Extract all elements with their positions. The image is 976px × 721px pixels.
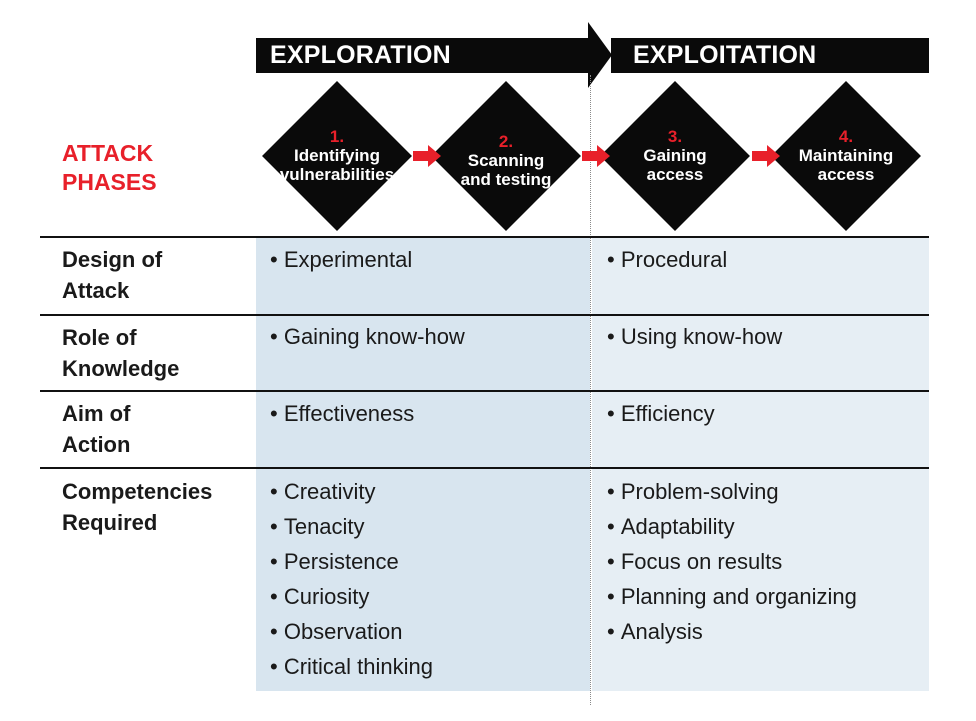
design-exploration-cell: Experimental	[270, 242, 412, 277]
list-item: Efficiency	[607, 396, 715, 431]
phase-2-number: 2.	[498, 132, 514, 151]
phase-2-label-line2: and testing	[460, 170, 552, 189]
phase-2-diamond: 2. Scanning and testing	[431, 81, 581, 231]
phase-1-diamond: 1. Identifying vulnerabilities	[262, 81, 412, 231]
list-item: Using know-how	[607, 319, 782, 354]
phase-4-label-line1: Maintaining	[798, 146, 894, 165]
aim-exploration-cell: Effectiveness	[270, 396, 414, 431]
row-label-line2: Required	[62, 510, 158, 535]
row-label-line1: Design of	[62, 247, 163, 272]
list-item: Observation	[270, 614, 433, 649]
list-item: Problem-solving	[607, 474, 857, 509]
banner-arrow-head	[588, 22, 612, 88]
table-rule	[40, 236, 929, 238]
row-label-line1: Competencies	[62, 479, 213, 504]
list-item: Analysis	[607, 614, 857, 649]
competencies-exploitation-cell: Problem-solving Adaptability Focus on re…	[607, 474, 857, 649]
phase-4-diamond: 4. Maintaining access	[771, 81, 921, 231]
row-label-line2: Action	[62, 432, 131, 457]
phase-3-label-line1: Gaining	[643, 146, 707, 165]
exploration-banner: EXPLORATION	[256, 38, 590, 73]
aim-exploitation-cell: Efficiency	[607, 396, 715, 431]
knowledge-exploitation-cell: Using know-how	[607, 319, 782, 354]
list-item: Procedural	[607, 242, 727, 277]
list-item: Curiosity	[270, 579, 433, 614]
table-rule	[40, 314, 929, 316]
exploration-banner-label: EXPLORATION	[270, 41, 451, 69]
list-item: Persistence	[270, 544, 433, 579]
phase-2-label-line1: Scanning	[467, 151, 545, 170]
table-rule	[40, 390, 929, 392]
row-label-line2: Knowledge	[62, 356, 180, 381]
row-label-line2: Attack	[62, 278, 130, 303]
phase-1-to-2-arrow-icon	[413, 145, 441, 167]
exploitation-banner: EXPLOITATION	[611, 38, 929, 73]
list-item: Effectiveness	[270, 396, 414, 431]
phase-3-label-line2: access	[646, 165, 704, 184]
phase-1-label-line2: vulnerabilities	[279, 165, 395, 184]
phase-1-number: 1.	[329, 127, 345, 146]
list-item: Experimental	[270, 242, 412, 277]
list-item: Tenacity	[270, 509, 433, 544]
row-label-aim-of-action: Aim of Action	[62, 398, 130, 460]
exploitation-banner-label: EXPLOITATION	[633, 41, 817, 69]
list-item: Gaining know-how	[270, 319, 465, 354]
list-item: Creativity	[270, 474, 433, 509]
phase-4-number: 4.	[838, 127, 854, 146]
design-exploitation-cell: Procedural	[607, 242, 727, 277]
row-label-competencies-required: Competencies Required	[62, 476, 212, 538]
row-label-line1: Aim of	[62, 401, 131, 426]
phase-2-to-3-arrow-icon	[582, 145, 610, 167]
list-item: Adaptability	[607, 509, 857, 544]
phase-3-diamond: 3. Gaining access	[600, 81, 750, 231]
competencies-exploration-cell: Creativity Tenacity Persistence Curiosit…	[270, 474, 433, 684]
list-item: Focus on results	[607, 544, 857, 579]
attack-phases-title-line2: PHASES	[62, 169, 157, 195]
knowledge-exploration-cell: Gaining know-how	[270, 319, 465, 354]
attack-phases-title-line1: ATTACK	[62, 140, 154, 166]
list-item: Planning and organizing	[607, 579, 857, 614]
phase-3-number: 3.	[667, 127, 683, 146]
table-rule	[40, 467, 929, 469]
attack-phases-title: ATTACK PHASES	[62, 139, 157, 197]
row-label-design-of-attack: Design of Attack	[62, 244, 162, 306]
list-item: Critical thinking	[270, 649, 433, 684]
row-label-role-of-knowledge: Role of Knowledge	[62, 322, 179, 384]
phase-4-label-line2: access	[817, 165, 875, 184]
phase-1-label-line1: Identifying	[294, 146, 380, 165]
phase-3-to-4-arrow-icon	[752, 145, 780, 167]
row-label-line1: Role of	[62, 325, 137, 350]
